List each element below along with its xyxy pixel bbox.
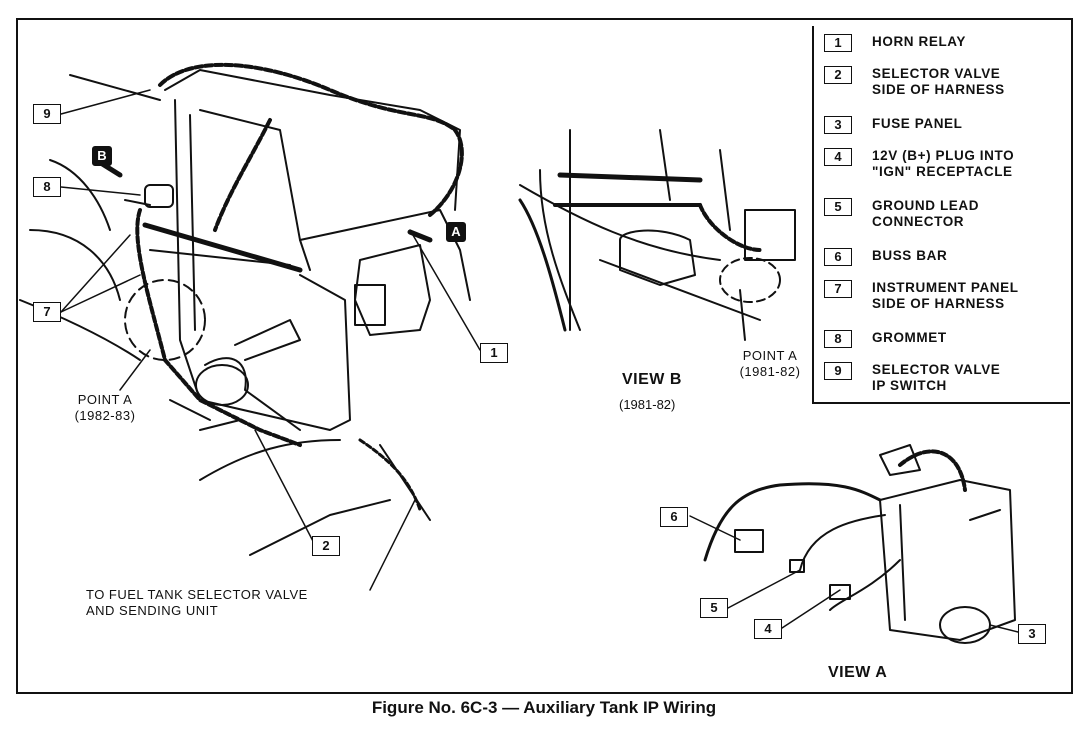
legend-number: 4 — [824, 148, 852, 166]
legend: 1 HORN RELAY 2 SELECTOR VALVE SIDE OF HA… — [812, 26, 1070, 404]
legend-row: 3 FUSE PANEL — [824, 116, 1072, 134]
legend-text: HORN RELAY — [872, 34, 967, 49]
point-a-view-b-label: POINT A (1981-82) — [739, 348, 801, 379]
legend-text: BUSS BAR — [872, 248, 948, 263]
legend-row: 6 BUSS BAR — [824, 248, 1072, 266]
main-dash-drawing — [19, 62, 471, 556]
legend-number: 9 — [824, 362, 852, 380]
view-a-drawing — [703, 444, 1016, 644]
callout-3: 3 — [1018, 624, 1046, 644]
callout-9: 9 — [33, 104, 61, 124]
view-a-arrow — [407, 229, 433, 243]
legend-row: 4 12V (B+) PLUG INTO "IGN" RECEPTACLE — [824, 148, 1072, 180]
legend-number: 6 — [824, 248, 852, 266]
figure-frame — [16, 18, 1073, 694]
legend-text: FUSE PANEL — [872, 116, 963, 131]
legend-row: 8 GROMMET — [824, 330, 1072, 348]
leader-lines — [60, 89, 1019, 633]
callout-1: 1 — [480, 343, 508, 363]
fuel-tank-note: TO FUEL TANK SELECTOR VALVE AND SENDING … — [86, 587, 308, 618]
view-a-title: VIEW A — [828, 664, 888, 681]
legend-text: GROUND LEAD CONNECTOR — [872, 198, 980, 229]
view-a-tag: A — [446, 222, 466, 242]
point-a-main-label: POINT A (1982-83) — [74, 392, 136, 423]
legend-row: 9 SELECTOR VALVE IP SWITCH — [824, 362, 1072, 394]
callout-7: 7 — [33, 302, 61, 322]
view-b-drawing — [518, 129, 796, 341]
legend-text: SELECTOR VALVE IP SWITCH — [872, 362, 1001, 393]
view-b-title: VIEW B — [622, 371, 682, 388]
legend-text: GROMMET — [872, 330, 947, 345]
legend-row: 2 SELECTOR VALVE SIDE OF HARNESS — [824, 66, 1072, 98]
legend-row: 5 GROUND LEAD CONNECTOR — [824, 198, 1072, 230]
callout-5: 5 — [700, 598, 728, 618]
legend-text: 12V (B+) PLUG INTO "IGN" RECEPTACLE — [872, 148, 1015, 179]
callout-8: 8 — [33, 177, 61, 197]
legend-text: INSTRUMENT PANEL SIDE OF HARNESS — [872, 280, 1019, 311]
legend-number: 8 — [824, 330, 852, 348]
legend-row: 1 HORN RELAY — [824, 34, 1072, 52]
legend-number: 5 — [824, 198, 852, 216]
view-b-tag: B — [92, 146, 112, 166]
callout-2: 2 — [312, 536, 340, 556]
legend-number: 7 — [824, 280, 852, 298]
legend-number: 3 — [824, 116, 852, 134]
legend-number: 2 — [824, 66, 852, 84]
figure-caption: Figure No. 6C-3 — Auxiliary Tank IP Wiri… — [371, 698, 717, 717]
callout-4: 4 — [754, 619, 782, 639]
legend-row: 7 INSTRUMENT PANEL SIDE OF HARNESS — [824, 280, 1072, 312]
legend-number: 1 — [824, 34, 852, 52]
view-b-subtitle: (1981-82) — [619, 397, 676, 412]
callout-6: 6 — [660, 507, 688, 527]
legend-text: SELECTOR VALVE SIDE OF HARNESS — [872, 66, 1005, 97]
